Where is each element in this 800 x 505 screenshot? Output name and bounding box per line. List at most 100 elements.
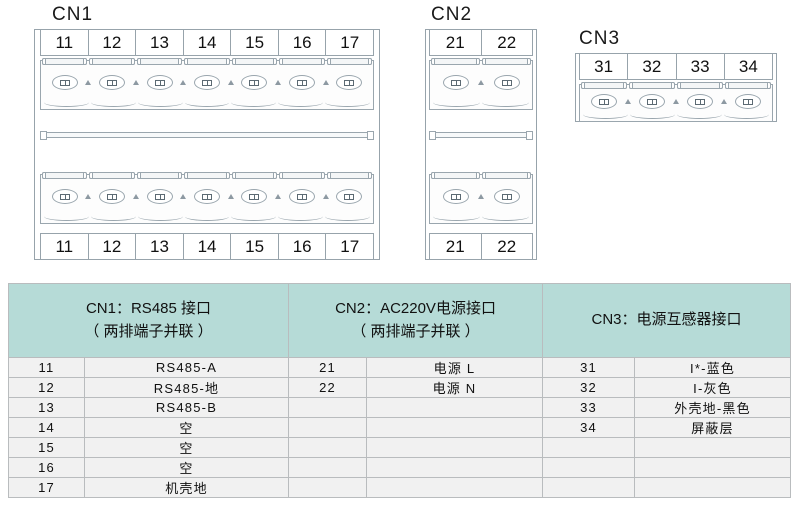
- cn2-desc: [365, 417, 544, 438]
- cn1-pin-cell: 16: [279, 234, 327, 259]
- table-row: 17 机壳地: [8, 477, 792, 498]
- header-cn2: CN2：AC220V电源接口 （ 两排端子并联 ）: [287, 283, 544, 358]
- cn3-skirt: [582, 110, 770, 120]
- terminal-screw-slot: [88, 189, 139, 204]
- polarity-marker-icon: [275, 80, 282, 85]
- cn1-pin: 16: [8, 457, 85, 478]
- header-cn3: CN3：电源互感器接口: [542, 283, 792, 358]
- terminal-screw-slot: [326, 75, 373, 90]
- terminal-screw-slot: [481, 75, 532, 90]
- cn2-pin-strip-top: 21 22: [429, 29, 533, 56]
- terminal-screw-slot: [136, 75, 187, 90]
- polarity-marker-icon: [275, 194, 282, 199]
- cn2-terminal-bank-bottom: [429, 172, 533, 224]
- screw-icon: [442, 189, 469, 204]
- cn2-desc: [365, 437, 544, 458]
- polarity-marker-icon: [478, 194, 484, 199]
- polarity-marker-icon: [625, 99, 631, 104]
- pinout-table: CN1：RS485 接口 （ 两排端子并联 ） CN2：AC220V电源接口 （…: [8, 283, 792, 498]
- cn1-pin-strip-bottom: 11 12 13 14 15 16 17: [40, 233, 374, 260]
- terminal-screw-slot: [183, 189, 234, 204]
- cn1-pin: 14: [8, 417, 85, 438]
- table-header-row: CN1：RS485 接口 （ 两排端子并联 ） CN2：AC220V电源接口 （…: [8, 283, 792, 358]
- cn1-pin-cell: 14: [184, 30, 232, 55]
- header-cn3-line1: CN3：电源互感器接口: [591, 311, 742, 329]
- cn2-din-rail: [429, 131, 533, 140]
- cn3-desc: [634, 437, 792, 458]
- terminal-screw-slot: [231, 189, 282, 204]
- rail-segment: [279, 172, 325, 179]
- cn2-pin: [288, 477, 367, 498]
- rail-segment: [725, 82, 771, 89]
- cn1-screws-bottom: [41, 189, 373, 204]
- connector-diagram-area: CN1 11 12 13 14 15 16 17: [34, 4, 777, 260]
- pinout-table-body: 11 RS485-A 21 电源 L 31 I*-蓝色 12 RS485-地 2…: [8, 357, 792, 498]
- cn3-pin: [542, 437, 636, 458]
- rail-segment: [326, 172, 373, 179]
- screw-icon: [193, 189, 220, 204]
- terminal-screw-slot: [430, 189, 484, 204]
- cn1-pin-strip-top: 11 12 13 14 15 16 17: [40, 29, 374, 56]
- header-cn1-line2: （ 两排端子并联 ）: [84, 322, 213, 340]
- cn1-pin: 12: [8, 377, 85, 398]
- rail-segment: [629, 82, 675, 89]
- cn2-screws-top: [430, 75, 532, 90]
- rail-segment: [231, 172, 278, 179]
- cn1-desc: 机壳地: [84, 477, 289, 498]
- cn1-pin-cell: 12: [89, 30, 137, 55]
- cn2-skirt-top: [432, 98, 530, 108]
- cn1-desc: 空: [84, 437, 289, 458]
- cn2-pin: 21: [288, 357, 367, 378]
- cn3-desc: [634, 477, 792, 498]
- cn2-pin: [288, 417, 367, 438]
- table-row: 12 RS485-地 22 电源 N 32 I-灰色: [8, 377, 792, 398]
- rail-segment: [231, 58, 278, 65]
- cn3-pin: 34: [542, 417, 636, 438]
- cn1-rail-bottom: [41, 171, 373, 180]
- cn3-desc: 屏蔽层: [634, 417, 792, 438]
- polarity-marker-icon: [721, 99, 727, 104]
- terminal-screw-slot: [628, 94, 679, 109]
- cn3-pin: [542, 477, 636, 498]
- polarity-marker-icon: [227, 194, 234, 199]
- screw-icon: [493, 189, 520, 204]
- cn1-terminal-bank-top: [40, 57, 374, 110]
- screw-icon: [735, 94, 761, 109]
- rail-segment: [581, 82, 627, 89]
- cn3-pin-cell: 33: [677, 54, 725, 79]
- cn1-rail-top: [41, 57, 373, 66]
- screw-icon: [241, 189, 268, 204]
- cn1-desc: RS485-A: [84, 357, 289, 378]
- cn1-pin-cell: 14: [184, 234, 232, 259]
- cn2-pin: 22: [288, 377, 367, 398]
- screw-icon: [687, 94, 713, 109]
- cn2-rail-top: [430, 57, 532, 66]
- terminal-screw-slot: [676, 94, 727, 109]
- screw-icon: [442, 75, 469, 90]
- cn1-pin: 17: [8, 477, 85, 498]
- screw-icon: [146, 75, 173, 90]
- table-row: 14 空 34 屏蔽层: [8, 417, 792, 438]
- cn2-pin-cell: 21: [430, 30, 482, 55]
- rail-segment: [677, 82, 723, 89]
- rail-segment: [279, 58, 325, 65]
- cn1-terminal-bank-bottom: [40, 171, 374, 224]
- cn2-pin: [288, 437, 367, 458]
- cn3-rail: [580, 81, 772, 90]
- screw-icon: [99, 189, 126, 204]
- screw-icon: [99, 75, 126, 90]
- cn1-title: CN1: [52, 4, 94, 25]
- rail-segment: [136, 58, 183, 65]
- terminal-screw-slot: [326, 189, 373, 204]
- cn3-desc: [634, 457, 792, 478]
- cn1-pin-cell: 13: [136, 234, 184, 259]
- cn3-desc: I*-蓝色: [634, 357, 792, 378]
- cn1-pin-cell: 11: [41, 30, 89, 55]
- cn1-pin: 13: [8, 397, 85, 418]
- cn1-pin-cell: 17: [340, 236, 360, 256]
- polarity-marker-icon: [132, 80, 139, 85]
- cn2-desc: [365, 457, 544, 478]
- polarity-marker-icon: [322, 80, 329, 85]
- cn1-pin-cell: 12: [89, 234, 137, 259]
- header-cn1-line1: CN1：RS485 接口: [85, 300, 212, 317]
